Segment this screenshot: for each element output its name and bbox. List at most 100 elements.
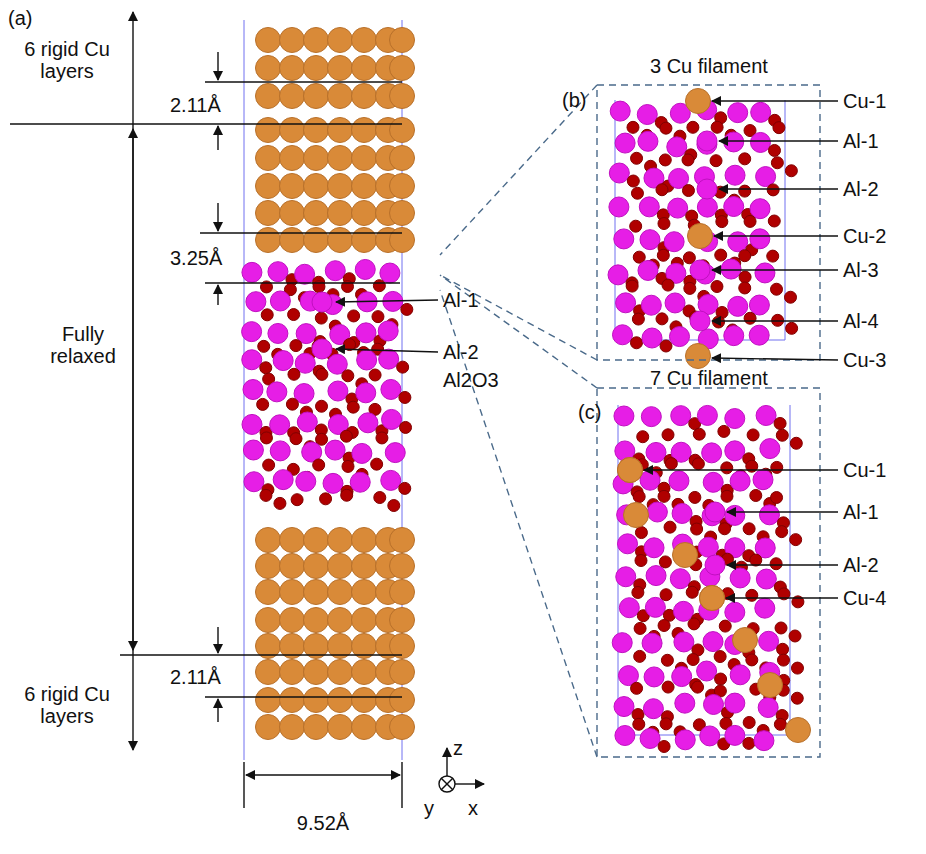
al-atom <box>273 470 293 490</box>
al-atom <box>728 232 748 252</box>
o-atom <box>744 215 756 227</box>
cu-atom <box>256 580 281 605</box>
figure-label: 6 rigid Cu layers <box>8 38 126 82</box>
cu-atom <box>686 89 711 114</box>
figure-label: x <box>468 797 478 819</box>
cu-atom <box>688 224 713 249</box>
leader-arrow <box>712 100 838 101</box>
cu-atom <box>256 84 281 109</box>
leader-arrow <box>727 564 838 565</box>
al-atom <box>730 471 750 491</box>
o-atom <box>662 681 674 693</box>
al-atom <box>703 694 723 714</box>
o-atom <box>660 122 672 134</box>
leader-arrow <box>712 320 838 321</box>
o-atom <box>750 489 762 501</box>
o-atom <box>373 280 385 292</box>
cu-atom <box>304 228 329 253</box>
al-atom <box>640 728 660 748</box>
o-atom <box>719 620 731 632</box>
atom-label: Al-2 <box>843 178 879 200</box>
cu-atom <box>304 28 329 53</box>
atom-label: Al-1 <box>843 501 879 523</box>
al-atom <box>703 472 723 492</box>
cu-atom <box>256 201 281 226</box>
al-atom <box>668 198 688 218</box>
al-atom <box>697 661 717 681</box>
o-atom <box>691 523 703 535</box>
figure-label: (b) <box>562 89 586 111</box>
o-atom <box>340 430 352 442</box>
o-atom <box>743 716 755 728</box>
atom-label: Cu-1 <box>843 90 886 112</box>
al-atom <box>756 405 776 425</box>
al-atom <box>273 351 293 371</box>
o-atom <box>372 311 384 323</box>
al-atom <box>751 102 771 122</box>
al-atom <box>755 263 775 283</box>
al-atom <box>325 261 345 281</box>
cu-atom <box>280 608 305 633</box>
cu-atom <box>618 458 643 483</box>
o-atom <box>635 555 647 567</box>
o-atom <box>747 429 759 441</box>
al-atom <box>728 296 748 316</box>
o-atom <box>291 494 303 506</box>
o-atom <box>665 458 677 470</box>
o-atom <box>739 185 751 197</box>
cu-atom <box>352 201 377 226</box>
cu-atom <box>390 146 415 171</box>
cu-atom <box>304 608 329 633</box>
cu-atom <box>328 228 353 253</box>
o-atom <box>290 433 302 445</box>
cu-atom <box>280 715 305 740</box>
o-atom <box>662 279 674 291</box>
o-atom <box>687 121 699 133</box>
cu-atom <box>390 228 415 253</box>
cu-atom <box>390 608 415 633</box>
cu-atom <box>304 660 329 685</box>
al-atom <box>750 132 770 152</box>
al-atom <box>749 295 769 315</box>
cu-atom <box>280 201 305 226</box>
cu-atom <box>390 174 415 199</box>
al-atom <box>614 697 634 717</box>
o-atom <box>660 718 672 730</box>
cu-atom <box>280 528 305 553</box>
al-atom <box>610 101 630 121</box>
o-atom <box>715 249 727 261</box>
al-atom <box>385 443 405 463</box>
o-atom <box>658 740 670 752</box>
atom-label: Al-3 <box>843 259 879 281</box>
al-atom <box>690 311 710 331</box>
al-atom <box>270 415 290 435</box>
o-atom <box>771 283 783 295</box>
atom-label: Cu-1 <box>843 459 886 481</box>
atom-label: Cu-2 <box>843 225 886 247</box>
cu-atom <box>352 608 377 633</box>
cu-atom <box>328 528 353 553</box>
cu-atom <box>328 118 353 143</box>
o-atom <box>316 368 328 380</box>
al-atom <box>641 295 661 315</box>
al-atom <box>728 103 748 123</box>
cu-atom <box>304 146 329 171</box>
al-atom <box>295 264 315 284</box>
o-atom <box>637 431 649 443</box>
o-atom <box>768 215 780 227</box>
cu-atom <box>304 174 329 199</box>
al-atom <box>760 439 780 459</box>
o-atom <box>721 490 733 502</box>
cu-atom <box>304 84 329 109</box>
o-atom <box>626 280 638 292</box>
o-atom <box>274 497 286 509</box>
o-atom <box>662 429 674 441</box>
o-atom <box>659 556 671 568</box>
al-atom <box>297 412 317 432</box>
o-atom <box>633 718 645 730</box>
o-atom <box>630 337 642 349</box>
al-atom <box>672 503 692 523</box>
al-atom <box>675 730 695 750</box>
al-atom <box>724 326 744 346</box>
o-atom <box>348 310 360 322</box>
